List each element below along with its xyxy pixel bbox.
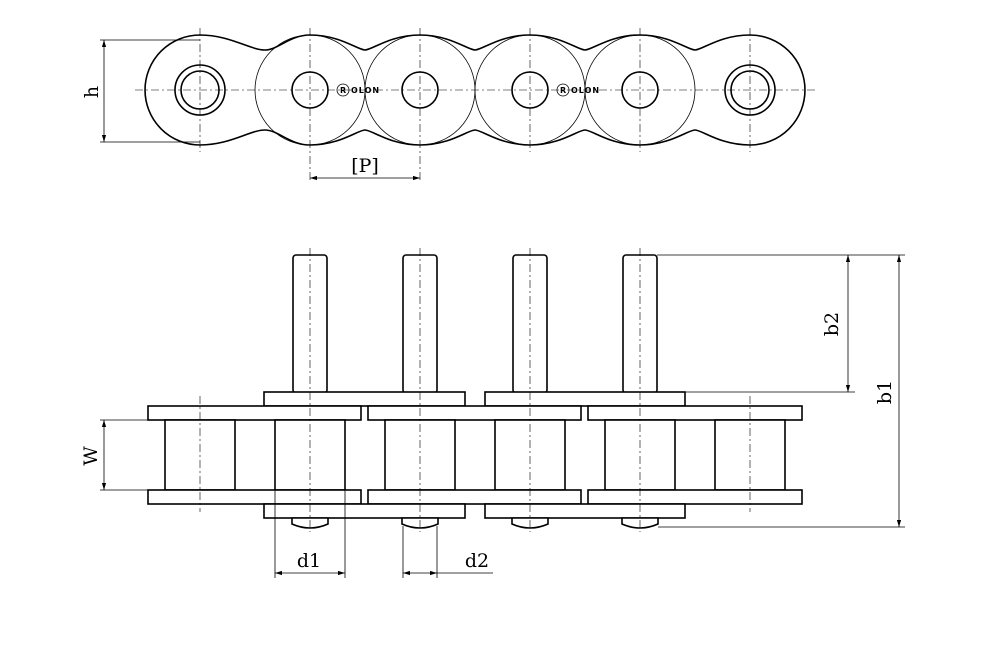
bottom-view: W d1 d2 b2 b1 (80, 248, 905, 578)
logo-initial: R (340, 86, 347, 95)
dimension-d2: d2 (402, 526, 493, 578)
label-h: h (81, 86, 103, 98)
inner-plate-bottom (147, 489, 362, 505)
inner-plate-bottom (367, 489, 582, 505)
outer-plate-top (484, 391, 686, 407)
logo-text: OLON (571, 86, 600, 95)
logo-initial: R (560, 86, 567, 95)
label-w: W (80, 446, 102, 466)
dimension-b2: b2 (657, 254, 905, 393)
inner-plate-top (147, 405, 362, 421)
inner-plate-top (587, 405, 803, 421)
label-d1: d1 (297, 550, 321, 572)
dimension-d1: d1 (274, 490, 346, 578)
dimension-pitch: [P] (310, 155, 420, 181)
inner-plate-bottom (587, 489, 803, 505)
logo-text: OLON (351, 86, 380, 95)
inner-plate-top (367, 405, 582, 421)
label-b2: b2 (821, 312, 843, 336)
outer-plate-top (263, 391, 466, 407)
label-pitch: [P] (351, 155, 379, 177)
outer-plate-bottom (263, 503, 466, 519)
dimension-h: h (81, 39, 200, 143)
outer-plate-bottom (484, 503, 686, 519)
top-view: R OLON R OLON h [P] (81, 28, 815, 182)
label-b1: b1 (874, 380, 896, 404)
dimension-b1: b1 (658, 255, 905, 528)
label-d2: d2 (465, 550, 489, 572)
dimension-w: W (80, 419, 165, 491)
